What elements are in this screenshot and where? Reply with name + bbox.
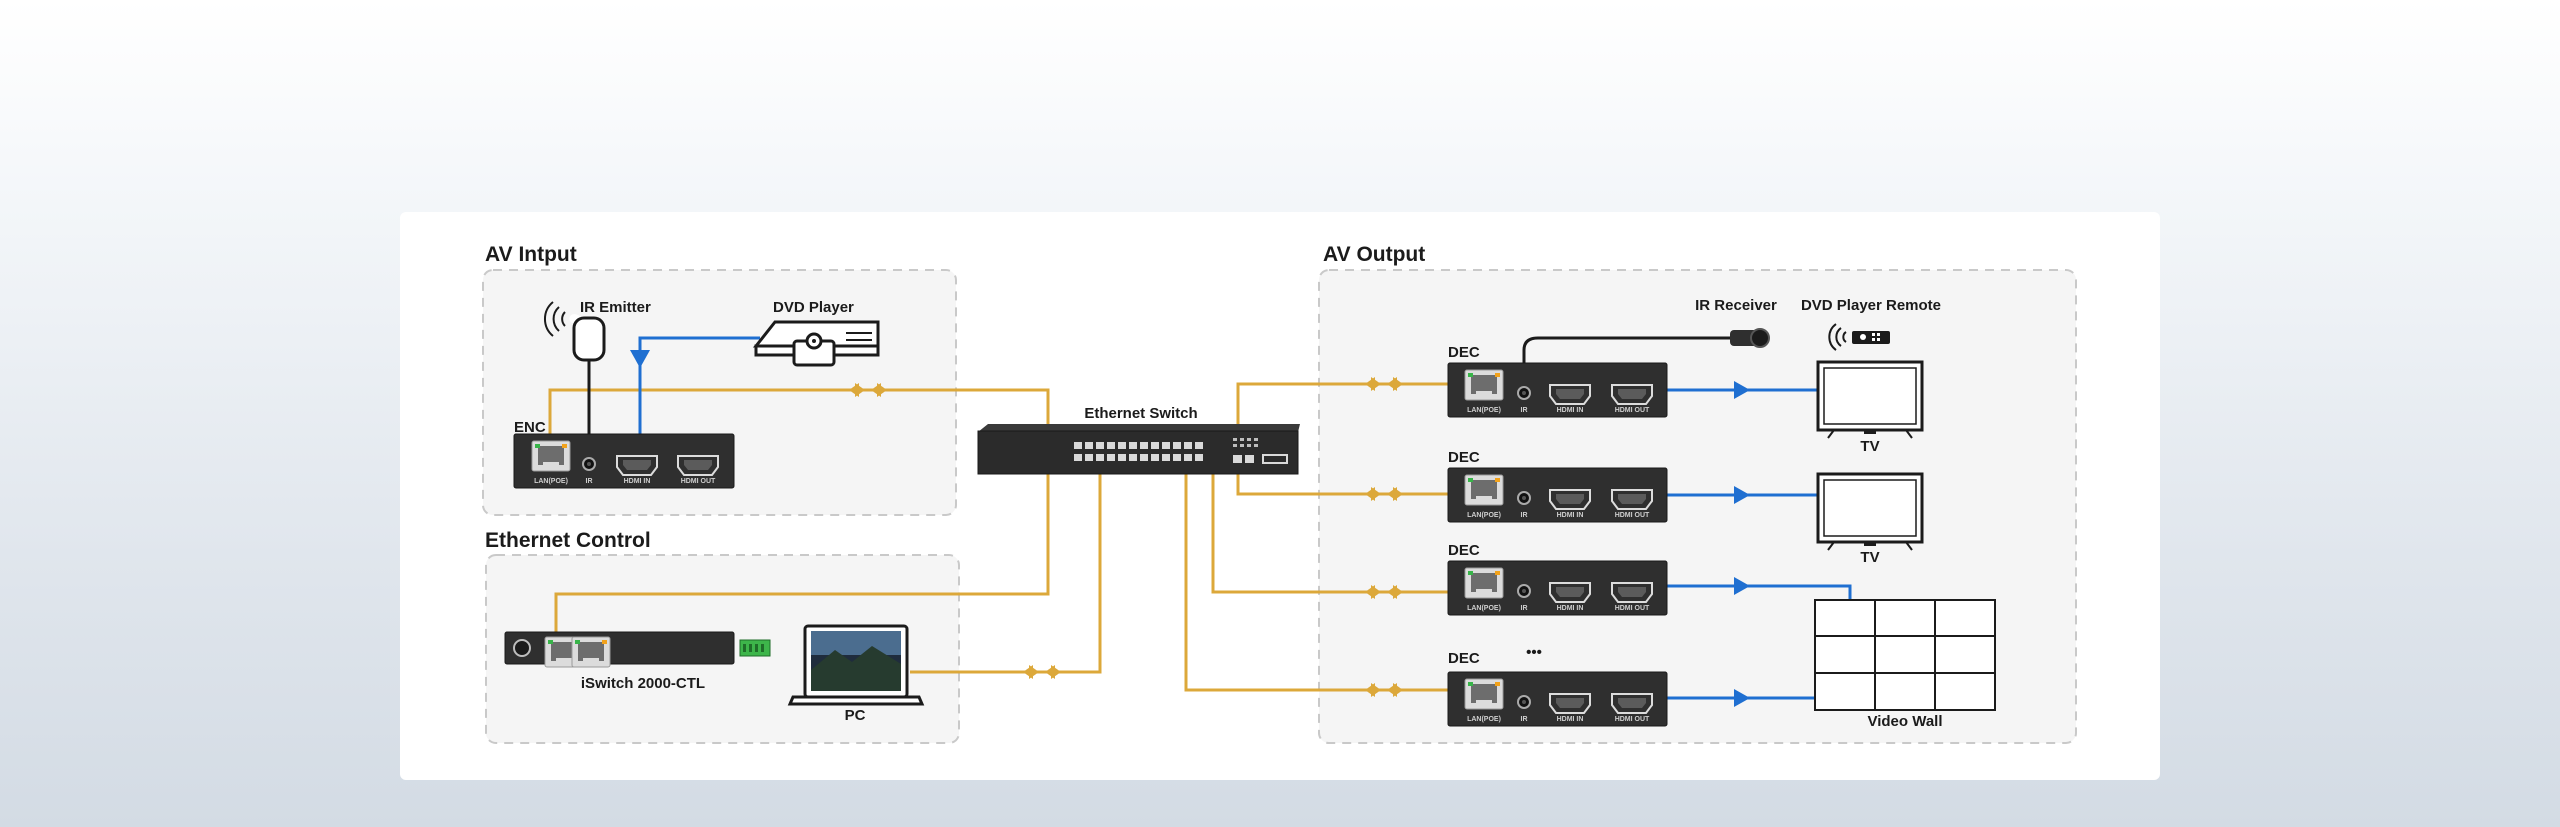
port-label: HDMI OUT xyxy=(681,478,716,485)
port-label: LAN(POE) xyxy=(1467,716,1501,723)
av-input-title: AV Intput xyxy=(485,243,577,266)
ir-receiver-label: IR Receiver xyxy=(1695,297,1777,314)
port-label: HDMI OUT xyxy=(1615,605,1650,612)
lan-port-icon xyxy=(1464,369,1504,401)
pc-laptop xyxy=(787,624,925,706)
lan-port-icon xyxy=(1464,678,1504,710)
port-label: HDMI IN xyxy=(1557,407,1584,414)
dvd-player-label: DVD Player xyxy=(773,299,854,316)
port-label: HDMI OUT xyxy=(1615,407,1650,414)
port-label: HDMI IN xyxy=(1557,512,1584,519)
dvd-remote-label: DVD Player Remote xyxy=(1801,297,1941,314)
port-label: IR xyxy=(1521,407,1528,414)
port-label: IR xyxy=(1521,512,1528,519)
tv-label: TV xyxy=(1860,549,1879,566)
controller-label: iSwitch 2000-CTL xyxy=(581,675,705,692)
ir-receiver xyxy=(1522,328,1770,386)
lan-port-icon xyxy=(571,636,611,668)
port-label: LAN(POE) xyxy=(534,478,568,485)
iswitch-controller xyxy=(504,631,771,668)
dvd-remote-icon xyxy=(1828,323,1890,351)
port-label: HDMI IN xyxy=(624,478,651,485)
encoder-device: LAN(POE) IR HDMI IN HDMI OUT xyxy=(513,433,735,489)
ethernet-control-title: Ethernet Control xyxy=(485,529,651,552)
port-label: IR xyxy=(586,478,593,485)
port-label: HDMI OUT xyxy=(1615,716,1650,723)
video-wall-label: Video Wall xyxy=(1867,713,1942,730)
dec-label: DEC xyxy=(1448,344,1480,361)
av-output-title: AV Output xyxy=(1323,243,1425,266)
port-label: IR xyxy=(1521,716,1528,723)
dec-label: DEC xyxy=(1448,449,1480,466)
tv-1 xyxy=(1816,360,1924,439)
decoder-4: DEC LAN(POE) IR HDMI IN HDMI OUT xyxy=(1447,650,1668,727)
ir-port-icon xyxy=(1517,386,1531,400)
port-label: HDMI IN xyxy=(1557,716,1584,723)
decoder-2: DEC LAN(POE) IR HDMI IN HDMI OUT xyxy=(1447,449,1668,523)
port-label: LAN(POE) xyxy=(1467,605,1501,612)
ir-emitter-label: IR Emitter xyxy=(580,299,651,316)
port-label: HDMI IN xyxy=(1557,605,1584,612)
more-decoders-ellipsis: ••• xyxy=(1526,644,1542,661)
lan-port-icon xyxy=(531,440,571,472)
ir-emitter xyxy=(543,301,606,446)
video-wall xyxy=(1814,599,1996,711)
port-label: HDMI OUT xyxy=(1615,512,1650,519)
ir-port-icon xyxy=(1517,491,1531,505)
port-label: LAN(POE) xyxy=(1467,407,1501,414)
ir-signal-icon xyxy=(543,301,566,337)
ir-arrow-icon xyxy=(630,350,650,368)
lan-port-icon xyxy=(1464,474,1504,506)
dec-label: DEC xyxy=(1448,542,1480,559)
ir-port-icon xyxy=(582,457,596,471)
port-label: LAN(POE) xyxy=(1467,512,1501,519)
ethernet-switch xyxy=(977,424,1300,475)
decoder-1: DEC LAN(POE) IR HDMI IN HDMI OUT xyxy=(1447,344,1668,418)
decoder-3: DEC LAN(POE) IR HDMI IN HDMI OUT xyxy=(1447,542,1668,616)
dec-label: DEC xyxy=(1448,650,1480,667)
tv-label: TV xyxy=(1860,438,1879,455)
dvd-player xyxy=(752,320,880,367)
pc-label: PC xyxy=(845,707,866,724)
ir-port-icon xyxy=(1517,695,1531,709)
tv-2 xyxy=(1816,472,1924,551)
enc-label: ENC xyxy=(514,419,546,436)
port-label: IR xyxy=(1521,605,1528,612)
ir-port-icon xyxy=(1517,584,1531,598)
ethernet-switch-label: Ethernet Switch xyxy=(1084,405,1197,422)
lan-port-icon xyxy=(1464,567,1504,599)
